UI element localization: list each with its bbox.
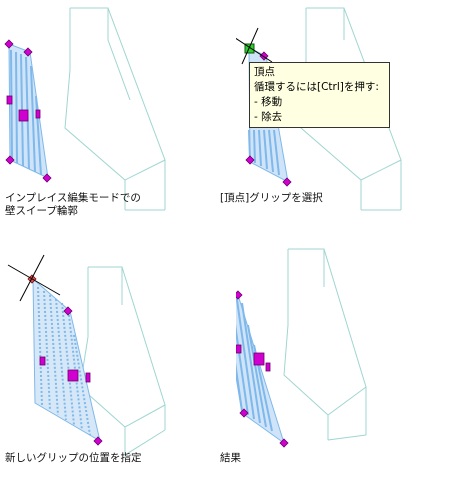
tooltip-cycle-hint: 循環するには[Ctrl]を押す: (254, 81, 379, 93)
caption-line-2: 壁スイープ輪郭 (5, 205, 78, 217)
grip-icon[interactable] (4, 39, 52, 183)
sweep-profile (8, 43, 49, 179)
panel-inplace-edit: インプレイス編集モードでの 壁スイープ輪郭 (0, 0, 236, 245)
panel-specify-new-location: 新しいグリップの位置を指定 (0, 245, 236, 490)
selected-vertex-grip[interactable] (244, 43, 255, 54)
tooltip-remove-option: - 除去 (254, 111, 283, 123)
sweep-profile (32, 277, 101, 443)
sweep-profile (236, 292, 285, 445)
tooltip-move-option: - 移動 (254, 96, 283, 108)
caption-specify-location: 新しいグリップの位置を指定 (5, 452, 142, 464)
wall-sweep-drawing-3 (7, 254, 166, 456)
panel-result: 結果 (220, 245, 472, 490)
caption-result: 結果 (220, 452, 241, 464)
tooltip-title: 頂点 (254, 66, 275, 78)
crosshair-cursor-icon (7, 254, 61, 302)
grip-icon[interactable] (39, 306, 103, 446)
caption-line-1: インプレイス編集モードでの (5, 192, 141, 204)
wall-sweep-drawing-1 (4, 7, 166, 211)
crosshair-cursor-icon (236, 27, 273, 65)
wall-sweep-drawing-4 (236, 248, 367, 448)
vertex-tooltip: 頂点 循環するには[Ctrl]を押す: - 移動 - 除去 (249, 62, 390, 128)
caption-select-vertex: [頂点]グリップを選択 (220, 192, 323, 204)
grip-icon[interactable] (236, 277, 289, 448)
